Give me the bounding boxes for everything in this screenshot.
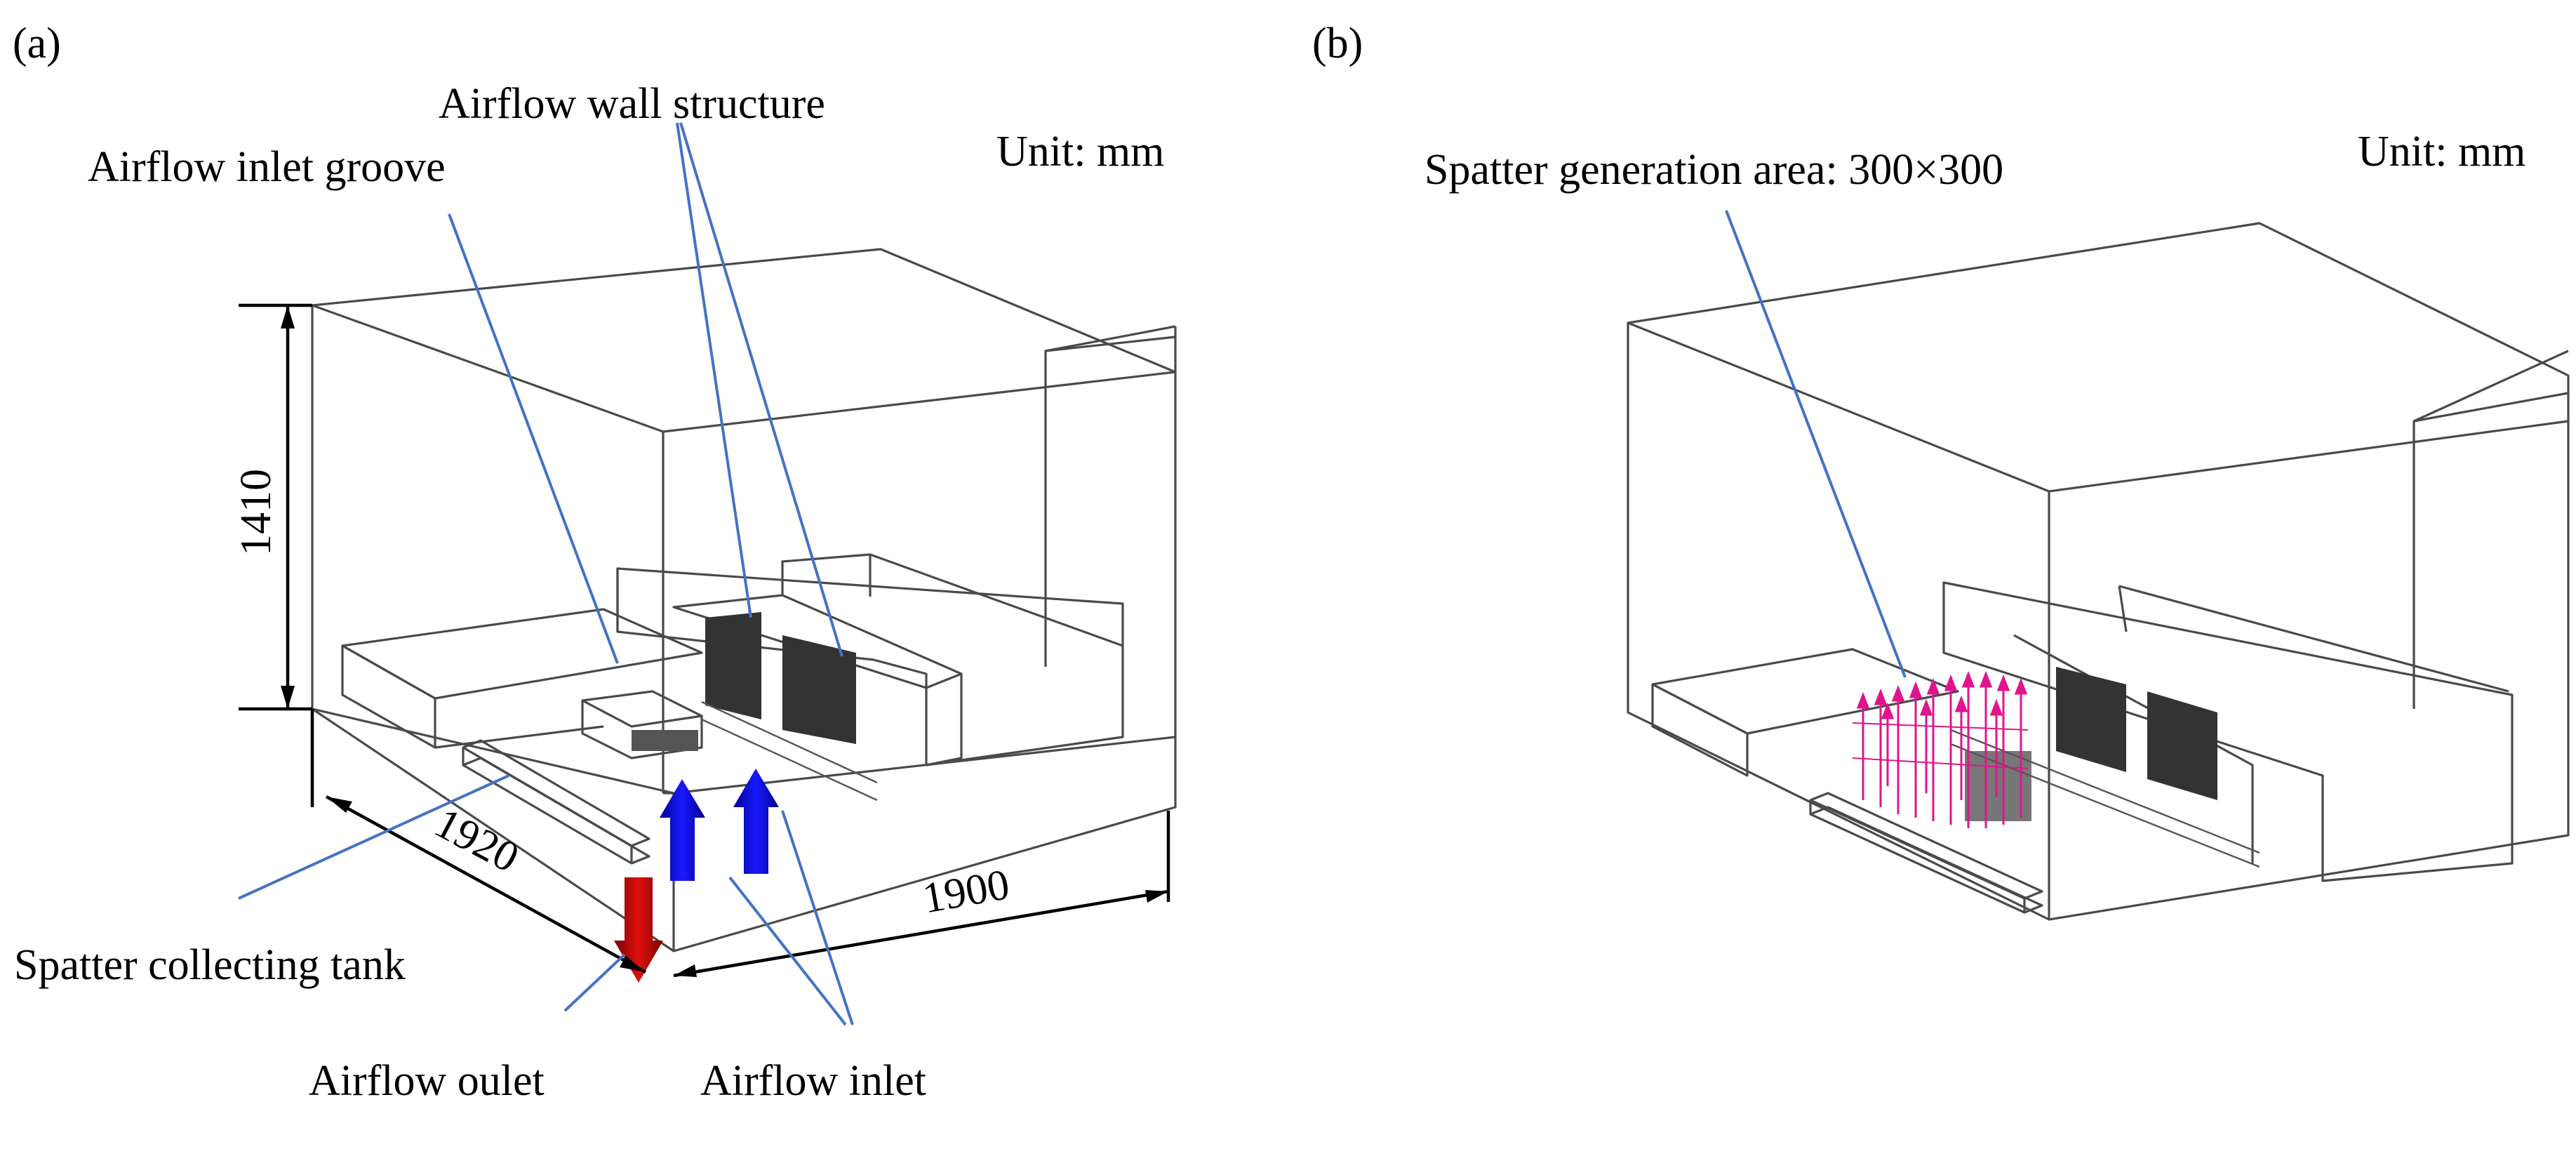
label-generation-area: Spatter generation area: 300×300 [1424,146,2003,194]
label-collecting-tank: Spatter collecting tank [14,941,406,989]
inner-blocks [341,553,1124,766]
leader-generation-area [1725,210,1907,678]
panel-b-diagram: (b) Unit: mm Spatter generation area: 30… [1312,20,2570,921]
dim-depth-label: 1900 [919,861,1013,922]
panel-b-unit: Unit: mm [2358,128,2525,175]
dim-height-label: 1410 [232,469,280,556]
airflow-wall-panels [632,612,878,802]
leader-lines-a [238,122,854,1026]
spatter-collecting-tank-b [1809,792,2043,914]
label-wall-structure: Airflow wall structure [439,80,825,128]
panel-b-tag: (b) [1312,20,1363,67]
panel-a-tag: (a) [13,20,61,67]
inlet-arrow-right [733,769,779,874]
dimension-height: 1410 [232,303,312,711]
panel-a-diagram: (a) Unit: mm [13,20,1177,1105]
inlet-arrow-left [660,779,705,881]
dim-width-label: 1920 [427,799,526,882]
spatter-collecting-tank [462,739,650,865]
label-inlet-groove: Airflow inlet groove [88,143,446,191]
spatter-generation-area [1852,670,2029,828]
panel-a-unit: Unit: mm [996,128,1164,175]
label-inlet: Airflow inlet [700,1057,926,1105]
chamber-outline-b [1627,222,2570,921]
label-outlet: Airflow oulet [309,1057,545,1105]
inner-blocks-b [1651,581,2514,882]
